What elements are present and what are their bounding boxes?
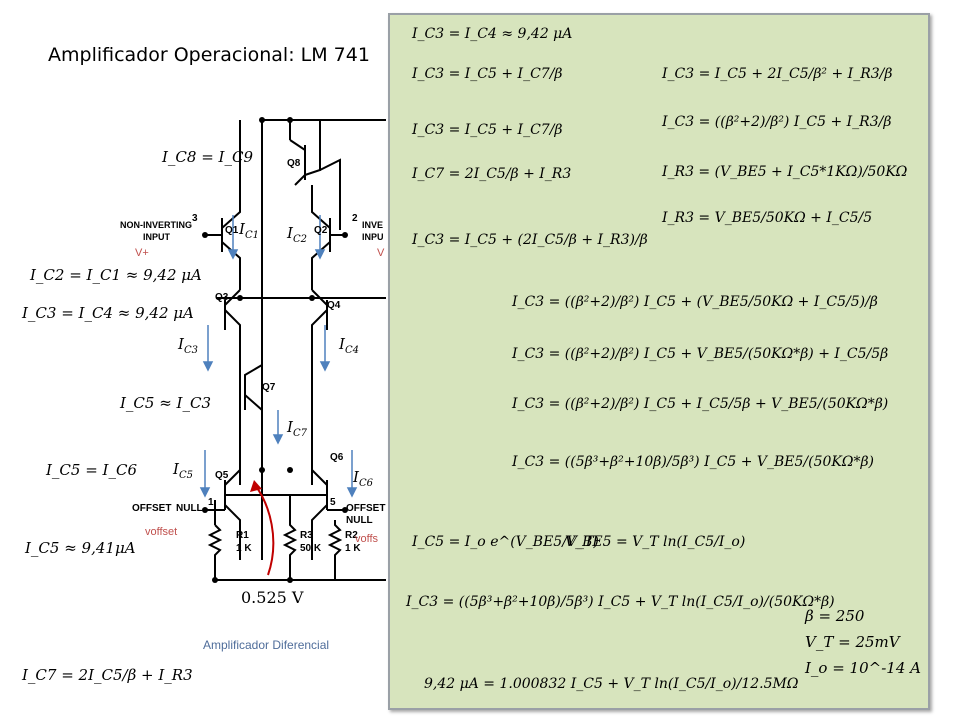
eq-ic5-approx-ic3: I_C5 ≈ I_C3 [120, 394, 211, 412]
param-beta: β = 250 [805, 607, 865, 625]
offset-null-left: OFFSET [132, 503, 172, 514]
panel-eq-p3: I_C3 = I_C5 + I_C7/β [412, 122, 563, 138]
panel-eq-b4: 9,42 μA = 1.000832 I_C5 + V_T ln(I_C5/I_… [424, 676, 799, 692]
eq-ic2-ic1: I_C2 = I_C1 ≈ 9,42 μA [30, 266, 202, 284]
offset-null-right: OFFSET [346, 503, 386, 514]
pin-1-label: 1 [208, 497, 214, 508]
noninv-input-label: NON-INVERTING [120, 220, 192, 230]
eq-ic7: I_C7 = 2I_C5/β + I_R3 [22, 666, 193, 684]
panel-eq-r2: I_C3 = ((β²+2)/β²) I_C5 + I_R3/β [662, 114, 892, 130]
vplus-label: V+ [135, 247, 149, 259]
eq-ic5-value: I_C5 ≈ 9,41μA [25, 539, 136, 557]
param-io: I_o = 10^-14 A [805, 659, 921, 677]
panel-eq-m2: I_C3 = ((β²+2)/β²) I_C5 + V_BE5/(50KΩ*β)… [512, 346, 889, 362]
panel-eq-b1: I_C5 = I_o e^(V_BE5/V_T) [412, 534, 599, 550]
panel-eq-p2: I_C3 = I_C5 + I_C7/β [412, 66, 563, 82]
panel-eq-r4: I_R3 = V_BE5/50KΩ + I_C5/5 [662, 210, 873, 226]
pin-3-label: 3 [192, 213, 198, 224]
inv-input-label: INVE [362, 220, 384, 230]
panel-eq-r3: I_R3 = (V_BE5 + I_C5*1KΩ)/50KΩ [662, 164, 908, 180]
vminus-label: V [377, 247, 385, 259]
eq-ic3-ic4: I_C3 = I_C4 ≈ 9,42 μA [22, 304, 194, 322]
r2-value: 1 K [345, 543, 361, 554]
diagram-caption: Amplificador Diferencial [203, 638, 330, 652]
param-vt: V_T = 25mV [805, 633, 900, 651]
ic4-label: IC4 [339, 335, 359, 356]
panel-eq-p4: I_C7 = 2I_C5/β + I_R3 [412, 166, 572, 182]
ic2-label: IC2 [287, 224, 307, 245]
panel-eq-m1: I_C3 = ((β²+2)/β²) I_C5 + (V_BE5/50KΩ + … [512, 294, 878, 310]
pin-2-label: 2 [352, 213, 358, 224]
panel-eq-m4: I_C3 = ((5β³+β²+10β)/5β³) I_C5 + V_BE5/(… [512, 454, 875, 470]
panel-eq-r1: I_C3 = I_C5 + 2I_C5/β² + I_R3/β [662, 66, 893, 82]
page-title: Amplificador Operacional: LM 741 [48, 44, 370, 66]
offset-null-right-2: NULL [346, 515, 373, 526]
noninv-input-label-2: INPUT [143, 232, 170, 242]
panel-eq-b3: I_C3 = ((5β³+β²+10β)/5β³) I_C5 + V_T ln(… [406, 594, 835, 610]
q2-label: Q2 [314, 225, 328, 236]
q1-label: Q1 [225, 225, 239, 236]
vbe-drop-label: 0.525 V [241, 588, 304, 607]
pin-5-label: 5 [330, 497, 336, 508]
ic3-label: IC3 [178, 335, 198, 356]
derivation-panel: I_C3 = I_C4 ≈ 9,42 μA I_C3 = I_C5 + I_C7… [388, 13, 930, 710]
ic7-label: IC7 [287, 418, 307, 439]
q3-label: Q3 [215, 292, 229, 303]
panel-eq-p1: I_C3 = I_C4 ≈ 9,42 μA [412, 26, 573, 42]
q4-label: Q4 [327, 300, 341, 311]
ic6-label: IC6 [353, 468, 373, 489]
inv-input-label-2: INPU [362, 232, 384, 242]
offset-null-left-2: NULL [176, 503, 203, 514]
q7-label: Q7 [262, 382, 276, 393]
r1-value: 1 K [236, 543, 252, 554]
ic1-label: IC1 [239, 220, 259, 241]
panel-eq-p5: I_C3 = I_C5 + (2I_C5/β + I_R3)/β [412, 232, 648, 248]
q8-label: Q8 [287, 158, 301, 169]
voffset-right-label: voffs [355, 533, 379, 545]
ic5-label: IC5 [173, 460, 193, 481]
voffset-left-label: voffset [145, 526, 178, 538]
q6-label: Q6 [330, 452, 344, 463]
r3-value: 50 K [300, 543, 322, 554]
r1-label: R1 [236, 530, 249, 541]
r2-label: R2 [345, 530, 358, 541]
eq-ic5-ic6: I_C5 = I_C6 [46, 461, 137, 479]
q5-label: Q5 [215, 470, 229, 481]
panel-eq-b2: V_BE5 = V_T ln(I_C5/I_o) [565, 534, 746, 550]
eq-ic8-ic9: I_C8 = I_C9 [162, 148, 253, 166]
panel-eq-m3: I_C3 = ((β²+2)/β²) I_C5 + I_C5/5β + V_BE… [512, 396, 889, 412]
r3-label: R3 [300, 530, 313, 541]
